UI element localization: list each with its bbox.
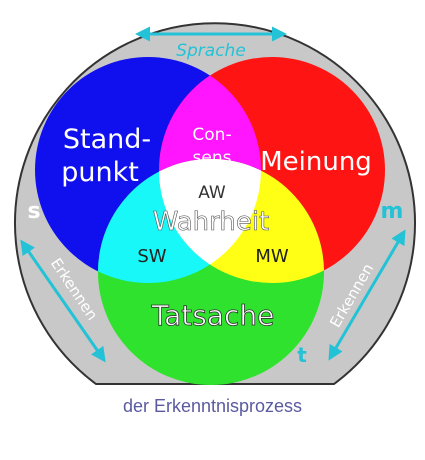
label-standpunkt-2: punkt (61, 157, 139, 188)
label-aw: AW (198, 183, 226, 203)
label-letter-m: m (381, 199, 404, 224)
label-letter-t: t (297, 343, 307, 367)
label-consens-1: Con- (192, 125, 231, 145)
label-standpunkt-1: Stand- (63, 124, 151, 155)
label-meinung: Meinung (260, 147, 372, 177)
label-mw: MW (255, 246, 289, 267)
caption: der Erkenntnisprozess (122, 396, 303, 416)
label-sw: SW (137, 246, 166, 267)
label-sprache: Sprache (176, 41, 246, 61)
label-letter-s: s (27, 199, 40, 224)
erkennen-left-arrow (20, 239, 106, 363)
label-wahrheit: Wahrheit (153, 207, 270, 237)
label-tatsache: Tatsache (151, 299, 275, 332)
erkenntnis-diagram: Sprache Stand- punkt Con- sens Meinung A… (14, 22, 416, 385)
label-consens-2: sens (193, 148, 232, 168)
erkennen-right-arrow (328, 229, 406, 361)
